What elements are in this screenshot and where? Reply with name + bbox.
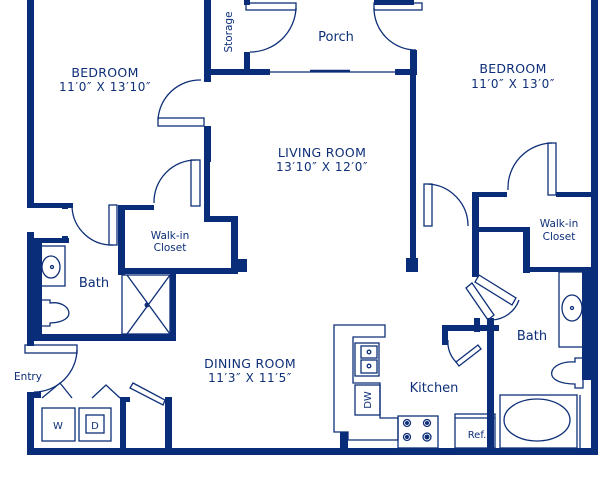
porch-label: Porch <box>318 30 354 45</box>
entry-label: Entry <box>14 371 42 383</box>
living-room-label: LIVING ROOM <box>278 145 366 160</box>
line-work <box>24 2 585 449</box>
living-room-dims: 13′10″ X 12′0″ <box>276 160 368 174</box>
walkin-left-line1: Walk-in <box>151 230 190 242</box>
dryer-label: D <box>91 421 99 432</box>
walkin-right-line2: Closet <box>543 231 576 243</box>
bedroom-left-label: BEDROOM <box>71 65 138 80</box>
bedroom-left-dims: 11′0″ X 13′10″ <box>59 80 151 94</box>
dining-room-label: DINING ROOM <box>204 356 296 371</box>
refrigerator-label: Ref. <box>468 430 487 441</box>
kitchen-label: Kitchen <box>410 381 459 396</box>
bedroom-right-dims: 11′0″ X 13′0″ <box>471 77 555 91</box>
walkin-left-line2: Closet <box>154 242 187 254</box>
bedroom-right-label: BEDROOM <box>479 61 546 76</box>
washer-label: W <box>53 421 63 432</box>
dishwasher-label: DW <box>363 391 374 409</box>
storage-label: Storage <box>223 11 235 52</box>
walkin-right-line1: Walk-in <box>540 218 579 230</box>
fixture-fills <box>144 302 430 440</box>
dining-room-dims: 11′3″ X 11′5″ <box>208 371 292 385</box>
bath-left-label: Bath <box>79 276 109 291</box>
bath-right-label: Bath <box>517 329 547 344</box>
